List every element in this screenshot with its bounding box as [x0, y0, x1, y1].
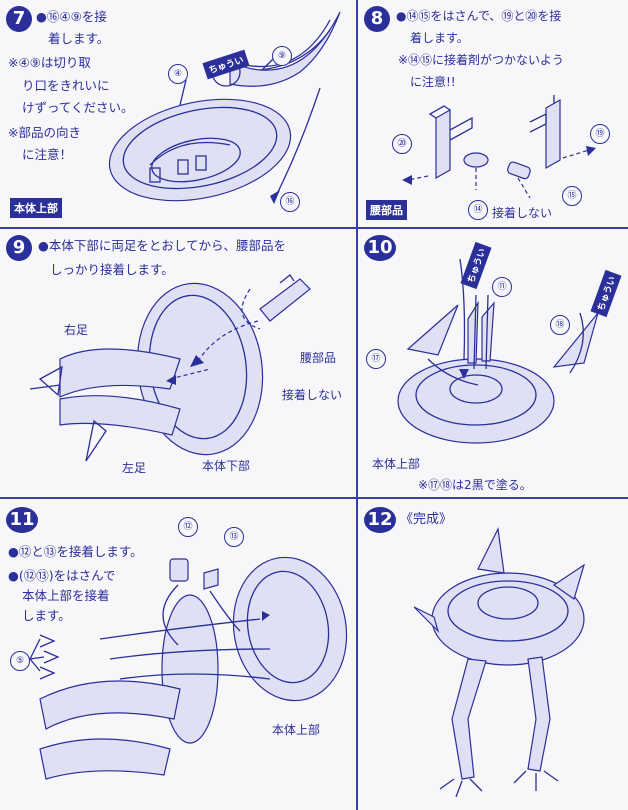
step-9-illustration: [29, 274, 311, 462]
step-10-illustration: [397, 258, 599, 444]
step-7-illustration: [108, 11, 341, 204]
part-callout: ⑪: [492, 277, 512, 297]
part-callout: ⑰: [366, 349, 386, 369]
divider-column: [356, 0, 358, 810]
step-number: 10: [364, 235, 396, 261]
upper-body-label: 本体上部: [372, 457, 421, 471]
waist-part-label: 腰部品: [300, 351, 337, 365]
step-text-line: ●⑯④⑨を接: [36, 9, 107, 24]
note-label: 接着しない: [492, 206, 553, 220]
step-text-line: り口をきれいに: [22, 78, 110, 93]
step-8-panel: 8 ●⑭⑮をはさんで、⑲と⑳を接 着します。 ※⑭⑮に接着剤がつかないよう に注…: [358, 0, 628, 227]
divider-row-1: [0, 227, 628, 229]
step-number: 8: [364, 6, 390, 32]
part-tag: 本体上部: [10, 198, 62, 218]
step-number: 9: [6, 235, 32, 261]
step-number: 7: [6, 6, 32, 32]
step-text-line: ●本体下部に両足をとおしてから、腰部品を: [38, 238, 287, 253]
part-callout: ⑳: [392, 134, 412, 154]
step-text-line: しっかり接着します。: [50, 262, 174, 277]
paint-note: ※⑰⑱は2黒で塗る。: [418, 478, 532, 492]
step-text-line: に注意!!: [410, 75, 456, 89]
step-text-line: ※⑭⑮に接着剤がつかないよう: [398, 53, 564, 67]
part-callout: ⑱: [550, 315, 570, 335]
step-text-line: ●⑫と⑬を接着します。: [8, 544, 143, 559]
part-callout: ⑯: [280, 192, 300, 212]
part-callout: ⑮: [562, 186, 582, 206]
step-text-line: ●⑭⑮をはさんで、⑲と⑳を接: [396, 9, 562, 23]
part-callout: ⑫: [178, 517, 198, 537]
step-8-illustration: [402, 95, 596, 199]
step-text-line: 本体上部を接着: [22, 588, 110, 603]
part-tag: 腰部品: [366, 200, 407, 220]
part-callout: ⑬: [224, 527, 244, 547]
step-12-panel: 12 《完成》: [358, 499, 628, 810]
step-text-line: 着します。: [48, 31, 110, 46]
step-text-line: けずってください。: [22, 100, 134, 115]
complete-title: 《完成》: [400, 512, 453, 527]
step-9-panel: 9 ●本体下部に両足をとおしてから、腰部品を しっかり接着します。 右足 左足 …: [0, 229, 356, 497]
step-text-line: ※④⑨は切り取: [8, 55, 91, 70]
step-7-panel: 7 ●⑯④⑨を接 着します。 ※④⑨は切り取 り口をきれいに けずってください。…: [0, 0, 356, 227]
step-number: 12: [364, 507, 396, 533]
step-text-line: 着します。: [410, 31, 469, 45]
part-callout: ⑲: [590, 124, 610, 144]
part-callout: ⑭: [468, 200, 488, 220]
no-glue-label: 接着しない: [282, 388, 343, 402]
divider-row-2: [0, 497, 628, 499]
left-leg-label: 左足: [122, 461, 147, 475]
step-text-line: ※部品の向き: [8, 125, 81, 140]
right-leg-label: 右足: [64, 323, 89, 337]
step-text-line: ●(⑫⑬)をはさんで: [8, 568, 116, 583]
upper-body-label: 本体上部: [272, 723, 321, 737]
step-text-line: に注意！: [22, 147, 73, 162]
step-12-illustration: [413, 526, 586, 798]
step-10-panel: 10 ちゅうい ちゅうい ⑪ ⑰ ⑱ 本体上部 ※⑰⑱は2黒で塗る。: [358, 229, 628, 497]
step-text-line: します。: [22, 608, 71, 623]
step-11-illustration: [29, 556, 348, 780]
step-number: 11: [6, 507, 38, 533]
lower-body-label: 本体下部: [202, 459, 251, 473]
part-callout: ⑤: [10, 651, 30, 671]
part-callout: ⑨: [272, 46, 292, 66]
part-callout: ④: [168, 64, 188, 84]
step-11-panel: 11 ●⑫と⑬を接着します。 ●(⑫⑬)をはさんで 本体上部を接着 します。: [0, 499, 356, 810]
